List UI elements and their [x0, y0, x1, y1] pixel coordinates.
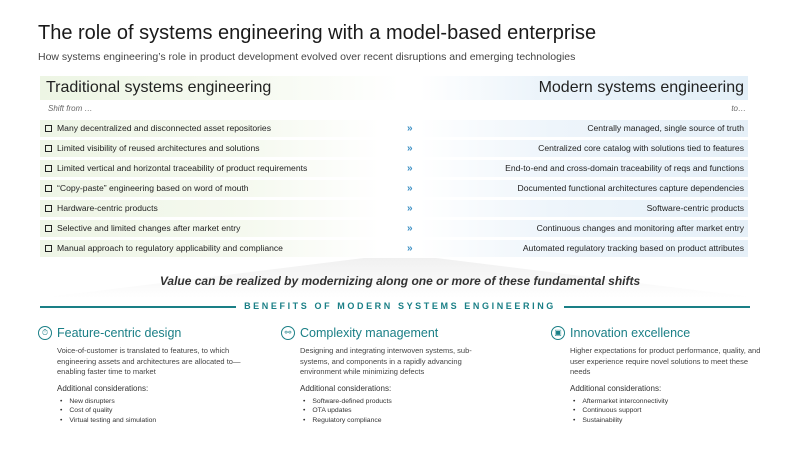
traditional-item-text: Hardware-centric products: [57, 203, 158, 213]
to-label: to…: [731, 104, 746, 113]
double-chevron-icon: »: [407, 183, 413, 194]
network-icon: ⚯: [281, 326, 295, 340]
modern-item: Automated regulatory tracking based on p…: [420, 240, 748, 257]
traditional-item: “Copy-paste” engineering based on word o…: [40, 180, 380, 197]
checkbox-icon: [45, 144, 52, 152]
benefit-description: Voice-of-customer is translated to featu…: [57, 346, 241, 376]
modern-item: Continuous changes and monitoring after …: [420, 220, 748, 237]
modern-header: Modern systems engineering: [420, 76, 748, 100]
benefits-heading: BENEFITS OF MODERN SYSTEMS ENGINEERING: [0, 301, 800, 311]
additional-considerations-label: Additional considerations:: [57, 383, 149, 393]
benefits-heading-text: BENEFITS OF MODERN SYSTEMS ENGINEERING: [236, 301, 564, 311]
benefit-title: Innovation excellence: [570, 326, 691, 340]
benefit-description: Designing and integrating interwoven sys…: [300, 346, 472, 376]
traditional-item-text: Manual approach to regulatory applicabil…: [57, 243, 283, 253]
benefit-column: ▣ Innovation excellence Higher expectatio…: [551, 326, 761, 425]
considerations-list: Software-defined productsOTA updatesRegu…: [281, 397, 491, 426]
benefit-column: ⚯ Complexity management Designing and int…: [281, 326, 491, 425]
modern-item: Centralized core catalog with solutions …: [420, 140, 748, 157]
page-subtitle: How systems engineering’s role in produc…: [38, 51, 576, 63]
traditional-item: Hardware-centric products: [40, 200, 380, 217]
consideration-item: Continuous support: [573, 406, 761, 416]
checkbox-icon: [45, 164, 52, 172]
additional-considerations-label: Additional considerations:: [570, 383, 662, 393]
traditional-item: Limited visibility of reused architectur…: [40, 140, 380, 157]
considerations-list: New disruptersCost of qualityVirtual tes…: [38, 397, 248, 426]
modern-item: Documented functional architectures capt…: [420, 180, 748, 197]
considerations-list: Aftermarket interconnectivityContinuous …: [551, 397, 761, 426]
checkbox-icon: [45, 244, 52, 252]
traditional-item: Many decentralized and disconnected asse…: [40, 120, 380, 137]
double-chevron-icon: »: [407, 203, 413, 214]
modern-item: Software-centric products: [420, 200, 748, 217]
traditional-item: Limited vertical and horizontal traceabi…: [40, 160, 380, 177]
checkbox-icon: [45, 124, 52, 132]
consideration-item: OTA updates: [303, 406, 491, 416]
modern-item: Centrally managed, single source of trut…: [420, 120, 748, 137]
consideration-item: Software-defined products: [303, 397, 491, 407]
benefit-column: ⏱ Feature-centric design Voice-of-custome…: [38, 326, 248, 425]
modern-item: End-to-end and cross-domain traceability…: [420, 160, 748, 177]
additional-considerations-label: Additional considerations:: [300, 383, 392, 393]
double-chevron-icon: »: [407, 223, 413, 234]
shift-from-label: Shift from …: [48, 104, 93, 113]
checkbox-icon: [45, 204, 52, 212]
double-chevron-icon: »: [407, 123, 413, 134]
traditional-item-text: Limited visibility of reused architectur…: [57, 143, 260, 153]
double-chevron-icon: »: [407, 243, 413, 254]
chat-icon: ▣: [551, 326, 565, 340]
stopwatch-icon: ⏱: [38, 326, 52, 340]
consideration-item: Virtual testing and simulation: [60, 416, 248, 426]
checkbox-icon: [45, 224, 52, 232]
traditional-header: Traditional systems engineering: [40, 76, 400, 100]
traditional-item-text: “Copy-paste” engineering based on word o…: [57, 183, 249, 193]
page-title: The role of systems engineering with a m…: [38, 22, 597, 44]
double-chevron-icon: »: [407, 143, 413, 154]
consideration-item: New disrupters: [60, 397, 248, 407]
traditional-item-text: Many decentralized and disconnected asse…: [57, 123, 272, 133]
checkbox-icon: [45, 184, 52, 192]
consideration-item: Aftermarket interconnectivity: [573, 397, 761, 407]
benefit-title: Feature-centric design: [57, 326, 182, 340]
traditional-item-text: Limited vertical and horizontal traceabi…: [57, 163, 308, 173]
benefit-title: Complexity management: [300, 326, 439, 340]
consideration-item: Cost of quality: [60, 406, 248, 416]
traditional-item: Selective and limited changes after mark…: [40, 220, 380, 237]
consideration-item: Regulatory compliance: [303, 416, 491, 426]
consideration-item: Sustainability: [573, 416, 761, 426]
benefit-description: Higher expectations for product performa…: [570, 346, 761, 376]
traditional-item: Manual approach to regulatory applicabil…: [40, 240, 380, 257]
value-statement: Value can be realized by modernizing alo…: [159, 274, 641, 288]
double-chevron-icon: »: [407, 163, 413, 174]
traditional-item-text: Selective and limited changes after mark…: [57, 223, 241, 233]
